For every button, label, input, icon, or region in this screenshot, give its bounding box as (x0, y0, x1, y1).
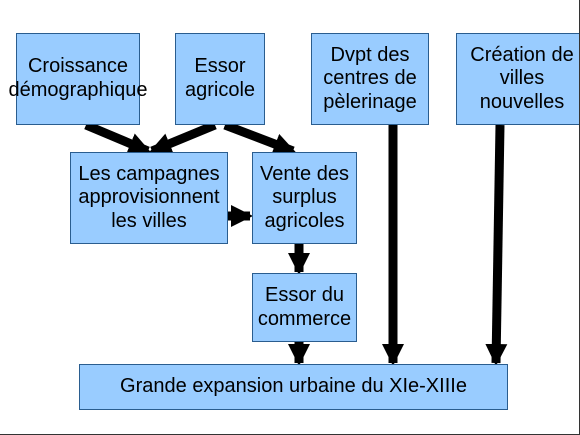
box-croissance-label: Croissance démographique (8, 55, 148, 101)
arrow-creation-to-grande (485, 124, 508, 366)
box-dvpt-label: Dvpt des centres de pèlerinage (323, 43, 417, 113)
box-croissance-demographique: Croissance démographique (9, 33, 148, 125)
box-creation-villes-nouvelles: Création de villes nouvelles (456, 33, 579, 125)
box-grande-label: Grande expansion urbaine du XIe-XIIIe (120, 375, 467, 398)
box-commerce-label: Essor du commerce (257, 283, 352, 330)
arrow-essor-to-vente (223, 120, 296, 156)
box-essor-agricole-label: Essor agricole (184, 55, 256, 101)
box-vente-label: Vente des surplus agricoles (260, 162, 349, 232)
box-creation-label: Création de villes nouvelles (470, 43, 574, 113)
box-grande-expansion-urbaine: Grande expansion urbaine du XIe-XIIIe (79, 364, 508, 410)
box-vente-surplus: Vente des surplus agricoles (252, 152, 357, 244)
box-essor-agricole: Essor agricole (175, 33, 265, 125)
box-campagnes-approvisionnent: Les campagnes approvisionnent les villes (70, 152, 228, 244)
box-essor-commerce: Essor du commerce (252, 273, 357, 342)
arrow-essor-to-campagnes (149, 120, 217, 156)
box-dvpt-centres-pelerinage: Dvpt des centres de pèlerinage (311, 33, 429, 125)
arrow-croissance-to-campagnes (84, 120, 151, 156)
box-campagnes-label: Les campagnes approvisionnent les villes (78, 162, 220, 232)
